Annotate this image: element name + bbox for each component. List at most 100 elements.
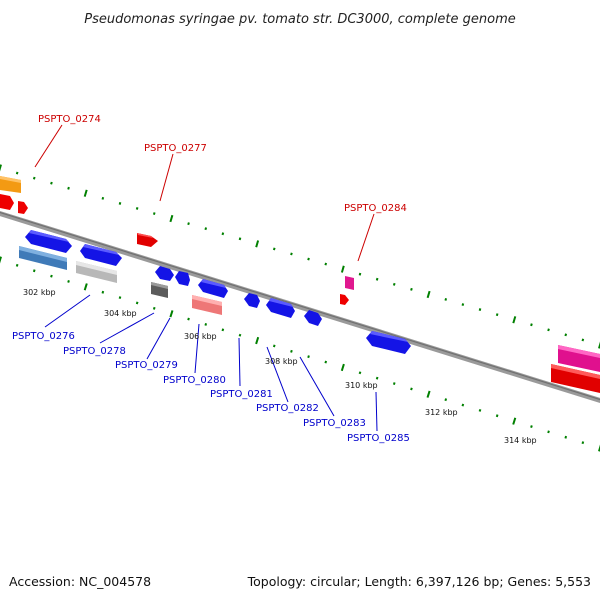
tick-outer-major (169, 214, 174, 223)
tick-inner-major (512, 417, 517, 425)
map-title: Pseudomonas syringae pv. tomato str. DC3… (84, 12, 516, 27)
scale-label-308: 308 kbp (265, 357, 298, 366)
tick-outer-minor (32, 176, 36, 180)
tick-outer-minor (221, 232, 225, 236)
tick-inner-minor (32, 269, 36, 273)
tick-inner-minor (101, 290, 105, 294)
tick-outer-minor (238, 237, 242, 241)
gene-feature-blue-1[interactable] (25, 230, 72, 253)
scale-label-312: 312 kbp (425, 408, 458, 417)
gene-label-pspto-0285[interactable]: PSPTO_0285 (347, 433, 410, 444)
gene-feature-magenta-right[interactable] (558, 345, 600, 372)
tick-row-inner (0, 256, 600, 452)
gene-features-top (0, 176, 600, 393)
tick-outer-minor (375, 277, 379, 281)
gene-feature-pspto-0277[interactable] (137, 233, 158, 247)
tick-inner-minor (461, 403, 465, 407)
tick-inner-minor (135, 301, 139, 305)
gene-feature-red-small[interactable] (18, 201, 28, 214)
tick-outer-minor (564, 333, 568, 337)
gene-feature-orange[interactable] (0, 176, 21, 193)
gene-label-pspto-0278[interactable]: PSPTO_0278 (63, 346, 126, 357)
tick-inner-minor (67, 280, 70, 283)
gene-feature-steelblue[interactable] (19, 246, 67, 270)
tick-outer-minor (118, 201, 122, 205)
tick-outer-major (83, 189, 88, 197)
gene-label-pspto-0274[interactable]: PSPTO_0274 (38, 114, 101, 125)
genome-summary-text: Topology: circular; Length: 6,397,126 bp… (247, 574, 591, 589)
tick-inner-minor (358, 371, 362, 375)
gene-feature-gray[interactable] (151, 282, 168, 298)
gene-feature-blue-5[interactable] (198, 279, 228, 298)
tick-outer-minor (392, 282, 396, 286)
gene-feature-blue-8[interactable] (304, 310, 322, 326)
genome-backbone (0, 210, 600, 404)
tick-outer-major (340, 265, 345, 273)
gene-feature-red[interactable] (0, 194, 14, 210)
gene-feature-blue-7[interactable] (266, 298, 295, 318)
tick-inner-minor (478, 408, 482, 412)
tick-outer-minor (410, 287, 413, 291)
gene-label-pspto-0280[interactable]: PSPTO_0280 (163, 375, 226, 386)
tick-inner-major (340, 363, 345, 372)
leader-lines-top (34, 124, 375, 262)
tick-outer-minor (461, 303, 465, 306)
gene-feature-blue-3[interactable] (155, 266, 174, 281)
tick-outer-minor (272, 247, 276, 251)
scale-label-302: 302 kbp (23, 288, 56, 297)
tick-outer-minor (478, 308, 482, 312)
scale-label-306: 306 kbp (184, 332, 217, 341)
tick-inner-minor (444, 398, 448, 402)
tick-inner-minor (204, 323, 208, 326)
tick-inner-major (598, 444, 600, 452)
tick-inner-minor (152, 306, 156, 310)
tick-inner-minor (50, 274, 53, 278)
gene-label-pspto-0276[interactable]: PSPTO_0276 (12, 331, 75, 342)
gene-feature-blue-9[interactable] (366, 331, 411, 354)
tick-outer-minor (495, 313, 499, 317)
tick-inner-major (0, 256, 2, 264)
tick-inner-major (255, 336, 260, 345)
tick-inner-minor (324, 360, 328, 364)
gene-feature-salmon[interactable] (192, 295, 222, 315)
gene-feature-blue-6[interactable] (244, 293, 260, 308)
gene-feature-blue-2[interactable] (80, 244, 122, 266)
gene-feature-pspto-0284[interactable] (345, 276, 354, 290)
gene-feature-blue-4[interactable] (175, 271, 190, 286)
tick-outer-minor (307, 257, 310, 261)
gene-label-pspto-0282[interactable]: PSPTO_0282 (256, 403, 319, 414)
tick-outer-major (598, 341, 600, 349)
tick-inner-minor (495, 414, 499, 418)
tick-outer-minor (101, 196, 105, 200)
tick-inner-minor (581, 441, 585, 445)
scale-label-314: 314 kbp (504, 436, 537, 445)
scale-label-310: 310 kbp (345, 381, 378, 390)
tick-outer-minor (547, 328, 550, 332)
tick-inner-minor (547, 430, 550, 434)
tick-outer-minor (135, 207, 139, 210)
tick-outer-minor (444, 298, 448, 301)
gene-feature-silver[interactable] (76, 261, 117, 283)
tick-inner-minor (187, 317, 190, 321)
tick-inner-minor (118, 296, 122, 300)
tick-outer-minor (15, 171, 19, 175)
gene-label-pspto-0277[interactable]: PSPTO_0277 (144, 143, 207, 154)
gene-feature-red-right[interactable] (551, 364, 600, 393)
tick-inner-minor (290, 349, 293, 353)
tick-inner-major (169, 310, 174, 318)
gene-label-pspto-0283[interactable]: PSPTO_0283 (303, 418, 366, 429)
tick-outer-minor (290, 252, 293, 256)
tick-outer-major (255, 240, 260, 248)
gene-label-pspto-0284[interactable]: PSPTO_0284 (344, 203, 407, 214)
gene-label-pspto-0279[interactable]: PSPTO_0279 (115, 360, 178, 371)
tick-inner-major (426, 390, 431, 398)
gene-label-pspto-0281[interactable]: PSPTO_0281 (210, 389, 273, 400)
gene-labels-top: PSPTO_0274 PSPTO_0277 PSPTO_0284 (38, 114, 407, 214)
tick-outer-minor (152, 212, 156, 215)
gene-feature-red-tiny[interactable] (340, 294, 349, 305)
tick-inner-minor (307, 355, 310, 359)
tick-outer-minor (358, 272, 362, 276)
tick-inner-minor (221, 328, 225, 332)
tick-inner-minor (392, 382, 396, 385)
